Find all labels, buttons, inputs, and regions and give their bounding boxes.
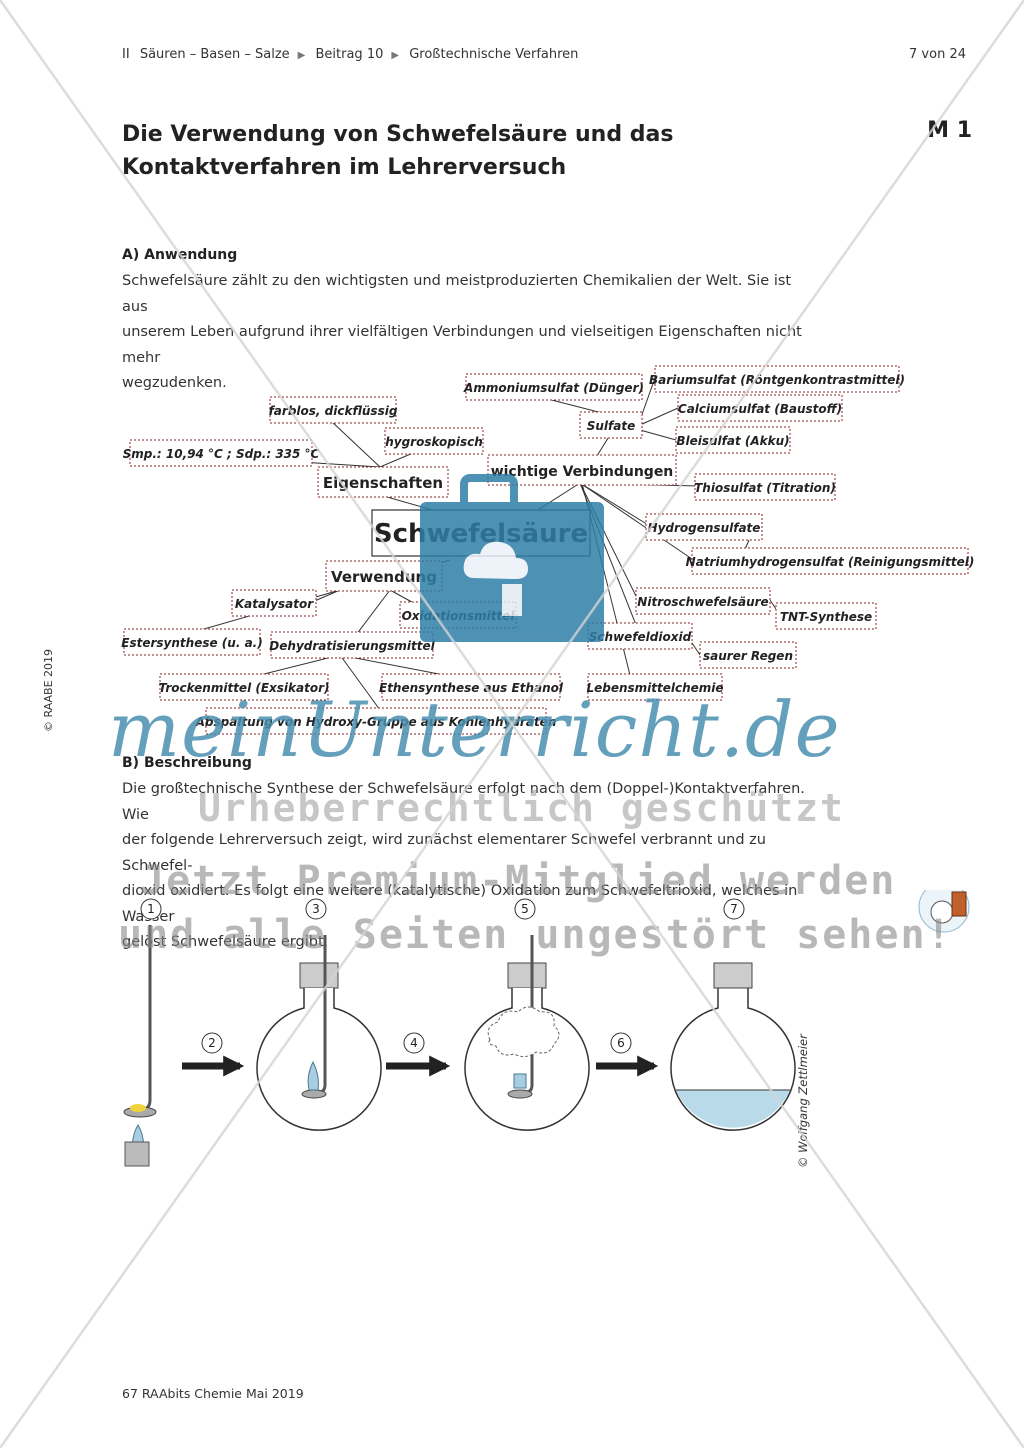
side-copyright: © RAABE 2019 — [42, 648, 55, 732]
flask-water-icon — [670, 962, 796, 1131]
header-section: Großtechnische Verfahren — [409, 47, 579, 62]
triangle-icon: ▶ — [297, 50, 306, 61]
label-saurer-regen: saurer Regen — [703, 649, 793, 663]
triangle-icon: ▶ — [391, 50, 400, 61]
label-tnt-synthese: TNT-Synthese — [780, 610, 872, 624]
header-part: II — [122, 47, 130, 62]
watermark-brand: meinUnterricht.de — [108, 685, 841, 774]
label-wichtige-verbindungen: wichtige Verbindungen — [491, 464, 674, 480]
text-line: Schwefelsäure zählt zu den wichtigsten u… — [122, 273, 792, 315]
label-katalysator: Katalysator — [235, 597, 314, 611]
watermark-line-3: und alle Seiten ungestört sehen! — [118, 912, 953, 958]
watermark-line-2: Jetzt Premium-Mitglied werden — [140, 858, 897, 904]
image-credit: © Wolfgang Zettlmeier — [796, 1034, 810, 1168]
title-line-2: Kontaktverfahren im Lehrerversuch — [122, 155, 567, 180]
label-bleisulfat: Bleisulfat (Akku) — [676, 434, 789, 448]
label-nitroschwefelsaeure: Nitroschwefelsäure — [637, 595, 768, 609]
running-header: II Säuren – Basen – Salze ▶ Beitrag 10 ▶ G… — [122, 47, 972, 62]
label-smp: Smp.: 10,94 °C ; Sdp.: 335 °C — [123, 447, 320, 461]
header-issue: Beitrag 10 — [315, 47, 384, 62]
briefcase-logo-icon — [420, 474, 604, 642]
label-hygroskopisch: hygroskopisch — [385, 435, 483, 449]
label-natriumhydrogensulfat: Natriumhydrogensulfat (Reinigungsmittel) — [686, 555, 975, 569]
title-line-1: Die Verwendung von Schwefelsäure und das — [122, 122, 674, 147]
section-a-heading: A) Anwendung — [122, 247, 238, 263]
flask-smoke-icon — [464, 935, 590, 1131]
step-6: 6 — [617, 1036, 625, 1050]
step-2: 2 — [208, 1036, 216, 1050]
burning-spoon-icon — [123, 925, 157, 1167]
label-calciumsulfat: Calciumsulfat (Baustoff) — [678, 402, 842, 416]
header-topic: Säuren – Basen – Salze — [139, 47, 290, 62]
page-title: Die Verwendung von Schwefelsäure und das… — [122, 118, 762, 184]
label-sulfate: Sulfate — [587, 419, 636, 433]
label-ammoniumsulfat: Ammoniumsulfat (Dünger) — [463, 381, 644, 395]
page-number: 7 von 24 — [909, 47, 966, 62]
label-dehydratisierungsmittel: Dehydratisierungsmittel — [269, 639, 435, 653]
flask-combustion-icon — [256, 935, 382, 1131]
label-bariumsulfat: Bariumsulfat (Röntgenkontrastmittel) — [649, 373, 905, 387]
page-footer: 67 RAAbits Chemie Mai 2019 — [122, 1386, 304, 1401]
label-thiosulfat: Thiosulfat (Titration) — [694, 481, 836, 495]
label-eigenschaften: Eigenschaften — [323, 474, 443, 492]
watermark-line-1: Urheberrechtlich geschützt — [198, 786, 845, 830]
label-hydrogensulfate: Hydrogensulfate — [648, 521, 761, 535]
label-estersynthese: Estersynthese (u. a.) — [121, 636, 262, 650]
mindmap-diagram: farblos, dickflüssig hygroskopisch Smp.:… — [121, 365, 975, 735]
label-farblos: farblos, dickflüssig — [269, 404, 398, 418]
step-4: 4 — [410, 1036, 418, 1050]
label-schwefeldioxid: Schwefeldioxid — [589, 630, 692, 644]
material-label: M 1 — [927, 118, 972, 143]
